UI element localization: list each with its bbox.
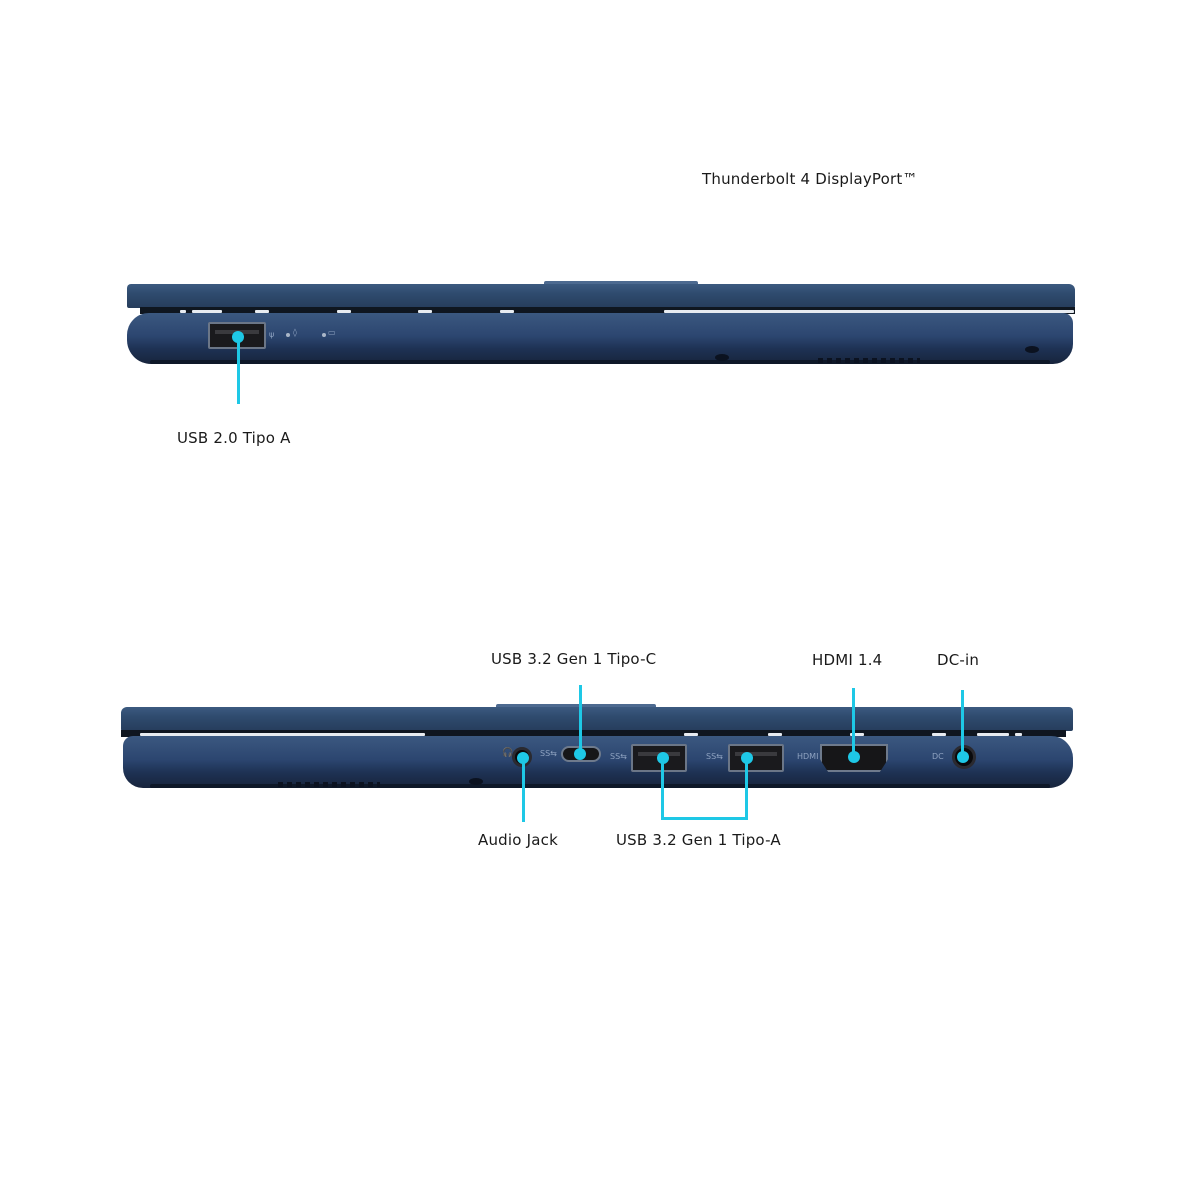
- label-audio-jack: Audio Jack: [478, 831, 558, 849]
- superspeed-usb-icon: SS⇆: [706, 752, 723, 761]
- usb-icon: ψ: [269, 330, 275, 339]
- battery-indicator-icon: ▭: [328, 328, 336, 337]
- gap-mark: [255, 310, 269, 313]
- base-bottom-edge: [150, 784, 1050, 788]
- callout-bracket-usb-a-right: [745, 758, 748, 819]
- gap-mark: [418, 310, 432, 313]
- gap-mark: [684, 733, 698, 736]
- label-usb-2-0: USB 2.0 Tipo A: [177, 429, 291, 447]
- callout-line-audio: [522, 758, 525, 822]
- lid-hinge-tab: [496, 704, 656, 709]
- callout-dot-dc-in: [957, 751, 969, 763]
- gap-mark: [932, 733, 946, 736]
- laptop-lid: [121, 707, 1073, 731]
- dc-icon: DC: [932, 752, 944, 761]
- callout-line-dc-in: [961, 690, 964, 752]
- label-hdmi: HDMI 1.4: [812, 651, 883, 669]
- label-thunderbolt: Thunderbolt 4 DisplayPort™: [702, 170, 918, 188]
- lid-gap: [140, 307, 1075, 314]
- laptop-base: [127, 313, 1073, 364]
- power-led: [286, 333, 290, 337]
- gap-mark: [977, 733, 1009, 736]
- gap-mark: [1015, 733, 1022, 736]
- gap-mark: [664, 310, 1074, 313]
- battery-led: [322, 333, 326, 337]
- gap-mark: [180, 310, 186, 313]
- callout-dot-usb-c: [574, 748, 586, 760]
- rubber-foot: [1025, 346, 1039, 353]
- callout-bracket-usb-a-left: [661, 758, 664, 819]
- power-indicator-icon: ◊: [293, 328, 297, 337]
- lid-gap: [121, 730, 1066, 737]
- callout-line-usb20: [237, 337, 240, 404]
- gap-mark: [140, 733, 425, 736]
- callout-dot-hdmi: [848, 751, 860, 763]
- base-bottom-edge: [150, 360, 1050, 364]
- hdmi-icon: HDMI: [797, 752, 819, 761]
- laptop-lid: [127, 284, 1075, 308]
- label-usb-a: USB 3.2 Gen 1 Tipo-A: [616, 831, 781, 849]
- gap-mark: [850, 733, 864, 736]
- superspeed-usb-icon: SS⇆: [540, 749, 557, 758]
- label-usb-c: USB 3.2 Gen 1 Tipo-C: [491, 650, 657, 668]
- usb-a-port-2: [728, 744, 784, 772]
- speaker-grille: [278, 782, 380, 787]
- label-dc-in: DC-in: [937, 651, 980, 669]
- superspeed-usb-icon: SS⇆: [610, 752, 627, 761]
- gap-mark: [337, 310, 351, 313]
- callout-line-usb-c: [579, 685, 582, 753]
- callout-line-hdmi: [852, 688, 855, 754]
- gap-mark: [768, 733, 782, 736]
- speaker-grille: [818, 358, 920, 363]
- headset-icon: 🎧: [502, 748, 514, 758]
- rubber-foot: [715, 354, 729, 361]
- callout-bracket-usb-a-bottom: [661, 817, 748, 820]
- laptop-left-side-view: ψ ◊ ▭: [0, 0, 1200, 404]
- gap-mark: [500, 310, 514, 313]
- lid-hinge-tab: [544, 281, 698, 286]
- laptop-base: [123, 736, 1073, 788]
- rubber-foot: [469, 778, 483, 785]
- gap-mark: [192, 310, 222, 313]
- dc-in-port: [952, 745, 976, 769]
